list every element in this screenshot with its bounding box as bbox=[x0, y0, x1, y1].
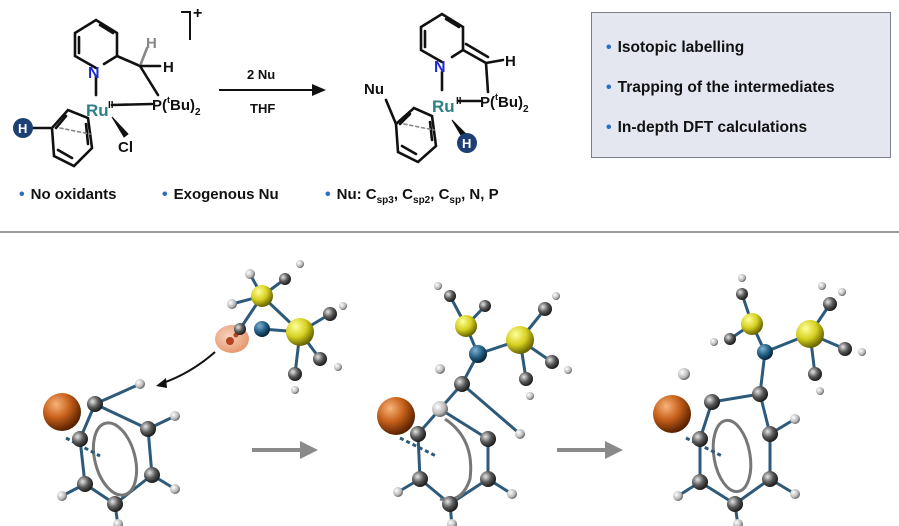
product-h-hydride: H bbox=[462, 136, 471, 151]
ruthenium-atom-icon bbox=[653, 395, 691, 433]
hydrogen-atom-icon bbox=[13, 118, 33, 138]
reactant-n-label: N bbox=[88, 65, 100, 82]
phosphorus-atom-icon bbox=[741, 313, 763, 335]
reactant-h-right: H bbox=[163, 59, 174, 76]
box-item-dft: •In-depth DFT calculations bbox=[606, 119, 808, 136]
reactant-structure bbox=[28, 18, 162, 168]
reactant-ru-oxidation: II bbox=[108, 100, 114, 111]
panel-2-intermediate bbox=[377, 282, 572, 526]
phosphorus-atom-icon bbox=[506, 326, 534, 354]
section-divider bbox=[0, 231, 899, 233]
bullet-icon: • bbox=[606, 79, 612, 96]
box-item-trapping: •Trapping of the intermediates bbox=[606, 79, 835, 96]
reaction-arrow bbox=[219, 84, 326, 96]
box-item-isotopic: •Isotopic labelling bbox=[606, 39, 745, 56]
panel-3-product bbox=[653, 274, 866, 526]
reactant-h-top: H bbox=[146, 35, 157, 52]
charge-bracket bbox=[181, 11, 191, 40]
product-nu-label: Nu bbox=[364, 81, 384, 98]
phosphorus-atom-icon bbox=[796, 320, 824, 348]
nitrogen-atom-icon bbox=[469, 345, 487, 363]
panel-1-initial-attack bbox=[43, 260, 347, 526]
phosphorus-atom-icon bbox=[455, 315, 477, 337]
ruthenium-atom-icon bbox=[43, 393, 81, 431]
phosphorus-atom-icon bbox=[251, 285, 273, 307]
nitrogen-atom-icon bbox=[757, 344, 773, 360]
bullet-icon: • bbox=[606, 39, 612, 56]
product-ru-label: Ru bbox=[432, 97, 455, 116]
bullet-icon: • bbox=[19, 186, 25, 203]
product-structure bbox=[384, 12, 505, 164]
reactant-ru-label: Ru bbox=[86, 101, 109, 120]
arrow-bottom-label: THF bbox=[250, 101, 275, 116]
step-arrow-2 bbox=[557, 441, 623, 459]
hydride-atom-icon bbox=[457, 133, 477, 153]
feature-exogenous-nu: •Exogenous Nu bbox=[162, 186, 279, 203]
mechanism-3d-panels bbox=[43, 260, 866, 526]
reactant-h-arene: H bbox=[18, 121, 27, 136]
product-h-vinyl: H bbox=[505, 53, 516, 70]
reactant-p-label: P(tBu)2 bbox=[152, 95, 201, 118]
bullet-icon: • bbox=[325, 186, 331, 203]
product-n-label: N bbox=[434, 59, 446, 76]
step-arrow-1 bbox=[252, 441, 318, 459]
feature-no-oxidants: •No oxidants bbox=[19, 186, 117, 203]
arrow-top-label: 2 Nu bbox=[247, 67, 275, 82]
attack-arrow-icon bbox=[156, 378, 167, 388]
reaction-scheme: N Ru II H H P(tBu)2 Cl H + 2 Nu THF N bbox=[13, 5, 529, 168]
methods-box: •Isotopic labelling •Trapping of the int… bbox=[591, 12, 891, 158]
product-ru-oxidation: II bbox=[456, 96, 462, 107]
bullet-icon: • bbox=[162, 186, 168, 203]
reactant-cl-label: Cl bbox=[118, 139, 133, 156]
bullet-icon: • bbox=[606, 119, 612, 136]
charge-label: + bbox=[193, 5, 202, 22]
ruthenium-atom-icon bbox=[377, 397, 415, 435]
product-p-label: P(tBu)2 bbox=[480, 92, 529, 115]
phosphorus-atom-icon bbox=[286, 318, 314, 346]
nitrogen-atom-icon bbox=[254, 321, 270, 337]
feature-nu-scope: •Nu: Csp3, Csp2, Csp, N, P bbox=[325, 186, 499, 206]
